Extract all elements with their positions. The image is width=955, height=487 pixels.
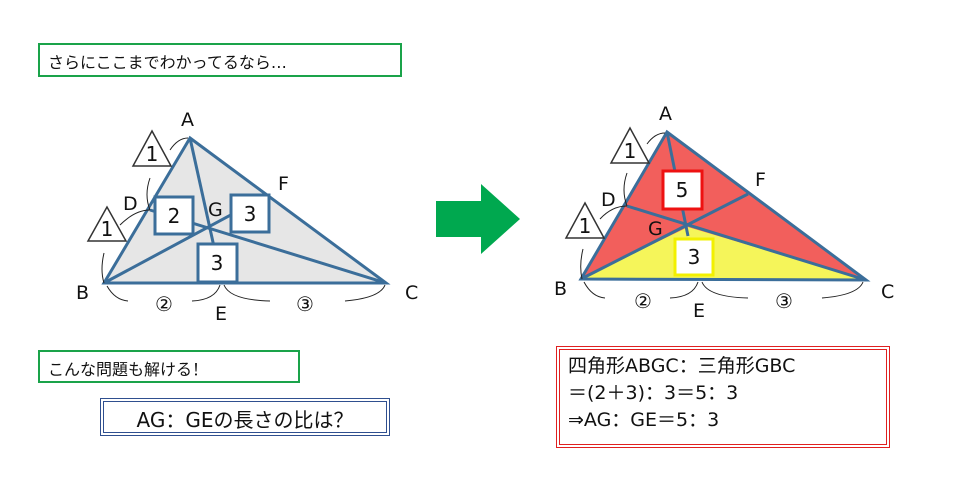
- ratio-brackets: [580, 132, 864, 299]
- point-b: B: [554, 278, 567, 300]
- svg-text:1: 1: [624, 139, 637, 163]
- ratio-be: ②: [155, 292, 173, 316]
- point-g: G: [208, 199, 223, 221]
- right-figure: 1 1 ② ③ 5 3 A B C D E F G: [554, 103, 894, 322]
- area-box-abgc: 5: [661, 169, 704, 211]
- triangle-abc: [578, 129, 871, 282]
- ratio-triangle-ad: 1: [609, 126, 651, 164]
- answer-box: 四角形ABGC：三角形GBC ＝(2＋3)：3＝5：3 ⇒AG：GE＝5：3: [556, 346, 890, 448]
- point-b: B: [76, 282, 89, 304]
- ratio-be: ②: [634, 289, 652, 313]
- ratio-triangle-db: 1: [564, 201, 606, 239]
- svg-text:5: 5: [676, 178, 689, 202]
- ratio-brackets: [101, 137, 386, 302]
- intro-caption: さらにここまでわかってるなら…: [38, 43, 402, 77]
- point-c: C: [405, 282, 418, 304]
- point-e: E: [693, 300, 705, 322]
- area-box-afb: 3: [229, 193, 271, 234]
- point-f: F: [755, 169, 766, 191]
- question-box: AG：GEの長さの比は？: [100, 398, 390, 436]
- triangle-gbc-fill: [581, 227, 866, 280]
- point-g: G: [648, 218, 663, 240]
- cevian-bf: [580, 192, 749, 281]
- svg-text:3: 3: [244, 202, 257, 226]
- svg-text:3: 3: [688, 245, 701, 269]
- cevian-cd: [626, 204, 867, 282]
- area-box-bgc: 3: [196, 242, 239, 284]
- point-f: F: [278, 173, 289, 195]
- ratio-triangle-ad: 1: [131, 129, 173, 167]
- area-box-gbc: 3: [673, 237, 715, 277]
- problem-caption: こんな問題も解ける！: [38, 350, 300, 383]
- answer-line-1: 四角形ABGC：三角形GBC: [568, 355, 796, 377]
- svg-text:3: 3: [211, 251, 224, 275]
- svg-text:1: 1: [101, 217, 114, 241]
- point-d: D: [123, 193, 138, 215]
- ratio-triangle-db: 1: [86, 205, 128, 242]
- right-arrow-icon: [436, 184, 520, 254]
- svg-text:2: 2: [168, 204, 181, 228]
- answer-line-3: ⇒AG：GE＝5：3: [568, 409, 720, 431]
- point-a: A: [659, 103, 672, 125]
- area-box-adc: 2: [153, 195, 195, 236]
- svg-text:1: 1: [146, 142, 159, 166]
- point-e: E: [215, 303, 227, 325]
- left-figure: 1 1 ② ③ 2 3 3 A B C D E: [76, 109, 418, 325]
- ratio-ec: ③: [296, 292, 314, 316]
- point-d: D: [601, 189, 616, 211]
- svg-text:1: 1: [579, 214, 592, 238]
- answer-line-2: ＝(2＋3)：3＝5：3: [568, 382, 739, 404]
- point-a: A: [181, 109, 194, 131]
- ratio-ec: ③: [775, 289, 793, 313]
- point-c: C: [881, 281, 894, 303]
